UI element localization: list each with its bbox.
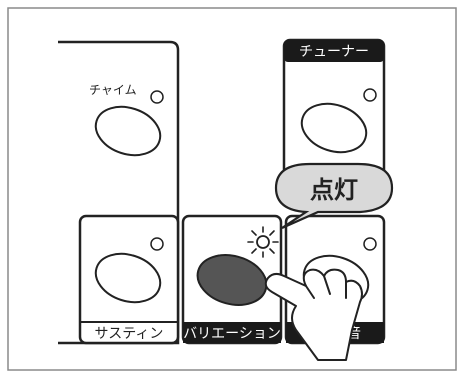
sustain-button (94, 252, 162, 304)
variation-button-pressed (196, 254, 268, 306)
variation-tab (183, 322, 281, 343)
chime-button (94, 105, 162, 157)
fourth-indicator-icon (363, 237, 377, 251)
sustain-indicator-icon (150, 237, 164, 251)
chime-panel (58, 40, 180, 345)
tuner-indicator-icon (363, 88, 377, 102)
tuner-button (300, 102, 368, 154)
callout-label: 点灯 (310, 176, 358, 204)
light-rays-icon (247, 226, 279, 258)
sustain-label: サスティン (95, 326, 164, 342)
variation-label: バリエーション (183, 326, 281, 342)
pointing-hand-icon (264, 268, 363, 361)
tuner-tab (284, 40, 384, 62)
chime-indicator-icon (150, 90, 164, 104)
tuner-label: チューナー (299, 44, 369, 60)
callout-bubble (274, 162, 394, 230)
indicator-lamp-icon (256, 235, 270, 249)
chime-label: チャイム (89, 83, 137, 97)
